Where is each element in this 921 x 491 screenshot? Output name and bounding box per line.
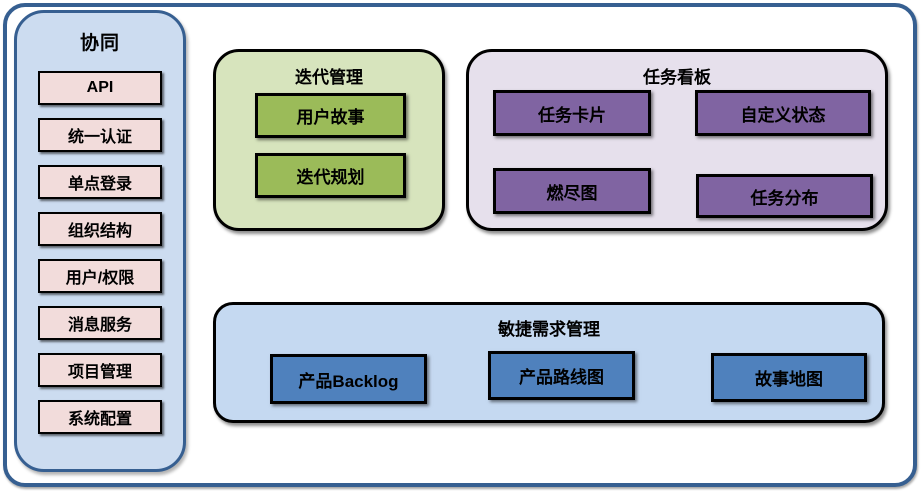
task-board-panel: 任务看板 任务卡片 自定义状态 燃尽图 任务分布 [466, 49, 888, 231]
agile-panel-title: 敏捷需求管理 [498, 320, 600, 339]
sidebar-item-system-config: 系统配置 [38, 400, 162, 434]
iteration-management-panel: 迭代管理 用户故事 迭代规划 [213, 49, 445, 231]
feature-box-task-card: 任务卡片 [493, 90, 651, 136]
feature-box-story-map: 故事地图 [711, 353, 867, 402]
sidebar-item-api: API [38, 71, 162, 105]
feature-box-task-distribution: 任务分布 [696, 174, 873, 218]
sidebar-item-user-permission: 用户/权限 [38, 259, 162, 293]
task-board-panel-title: 任务看板 [643, 68, 711, 87]
sidebar-title: 协同 [79, 33, 120, 54]
feature-box-user-story: 用户故事 [255, 93, 406, 138]
iteration-panel-title: 迭代管理 [295, 68, 363, 87]
sidebar-item-unified-auth: 统一认证 [38, 118, 162, 152]
feature-box-burndown-chart: 燃尽图 [493, 168, 651, 214]
feature-box-custom-status: 自定义状态 [695, 90, 871, 136]
sidebar-item-project-management: 项目管理 [38, 353, 162, 387]
feature-box-product-backlog: 产品Backlog [270, 354, 427, 404]
sidebar-item-org-structure: 组织结构 [38, 212, 162, 246]
sidebar-item-list: API 统一认证 单点登录 组织结构 用户/权限 消息服务 项目管理 系统配置 [17, 71, 183, 434]
feature-box-product-roadmap: 产品路线图 [488, 351, 635, 400]
feature-box-iteration-planning: 迭代规划 [255, 153, 406, 198]
sidebar-item-sso: 单点登录 [38, 165, 162, 199]
agile-requirements-panel: 敏捷需求管理 产品Backlog 产品路线图 故事地图 [213, 302, 885, 423]
sidebar-item-message-service: 消息服务 [38, 306, 162, 340]
collaboration-sidebar-panel: 协同 API 统一认证 单点登录 组织结构 用户/权限 消息服务 项目管理 系统… [14, 10, 186, 472]
